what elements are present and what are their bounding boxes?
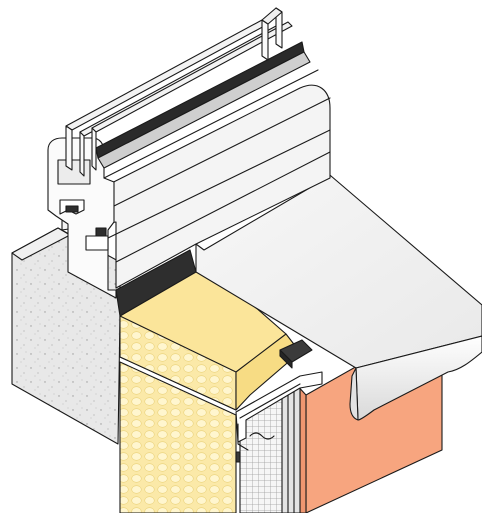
insulation-front bbox=[119, 361, 237, 513]
glass-panes bbox=[65, 7, 293, 177]
edge-profile bbox=[235, 371, 323, 463]
glazing-gasket bbox=[95, 41, 311, 169]
sealing-tape bbox=[115, 249, 197, 317]
sealing-block bbox=[279, 339, 313, 369]
reinforcement-mesh bbox=[239, 379, 301, 513]
